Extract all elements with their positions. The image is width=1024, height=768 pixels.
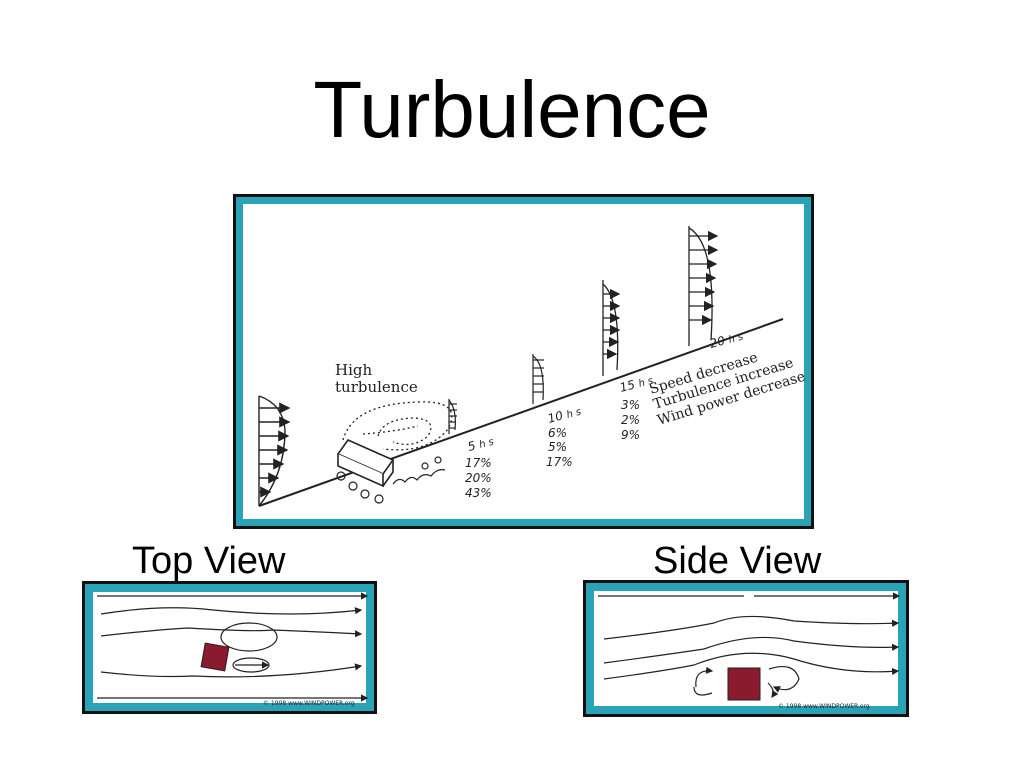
top-view-label: Top View xyxy=(132,540,286,582)
side-view-diagram: © 1998 www.WINDPOWER.org xyxy=(583,580,909,717)
station-20-profile xyxy=(688,226,719,346)
vegetation xyxy=(336,456,446,504)
side-view-svg: © 1998 www.WINDPOWER.org xyxy=(598,592,901,710)
turbulence-wake-diagram: High turbulence 5 h s 17% 20% 43% xyxy=(233,194,814,529)
slide-title: Turbulence xyxy=(313,65,711,154)
top-view-streamlines xyxy=(97,592,369,702)
station-10-power: 17% xyxy=(546,455,573,469)
station-10-speed: 6% xyxy=(548,426,567,440)
station-5-speed: 17% xyxy=(465,456,492,470)
station-15-profile xyxy=(602,280,621,376)
turbulence-eddies xyxy=(342,401,453,451)
station-5-power: 43% xyxy=(465,486,492,500)
top-view-copyright: © 1998 www.WINDPOWER.org xyxy=(263,700,355,707)
station-15-power: 9% xyxy=(621,428,640,442)
station-5-profile xyxy=(448,399,457,434)
station-5-distance: 5 h s xyxy=(466,434,495,454)
station-15-distance: 15 h s xyxy=(618,373,654,395)
side-view-streamlines xyxy=(598,592,901,698)
upstream-wind-profile xyxy=(258,395,291,507)
top-view-svg: © 1998 www.WINDPOWER.org xyxy=(97,592,369,707)
station-20-distance: 20 h s xyxy=(708,329,744,351)
station-10-turbulence: 5% xyxy=(548,440,567,454)
wake-diagram-svg: High turbulence 5 h s 17% 20% 43% xyxy=(258,226,807,507)
building-obstacle xyxy=(336,439,395,488)
station-15-turbulence: 2% xyxy=(621,413,640,427)
side-view-copyright: © 1998 www.WINDPOWER.org xyxy=(778,703,870,710)
side-view-obstacle xyxy=(727,667,761,701)
station-5-turbulence: 20% xyxy=(465,471,492,485)
station-10-distance: 10 h s xyxy=(546,404,582,426)
ground-line xyxy=(258,318,784,507)
station-10-profile xyxy=(532,354,544,404)
label-turbulence: turbulence xyxy=(335,378,418,396)
side-view-label: Side View xyxy=(653,540,822,582)
top-view-obstacle xyxy=(200,642,230,672)
label-high: High xyxy=(335,361,372,379)
station-15-speed: 3% xyxy=(621,398,640,412)
top-view-diagram: © 1998 www.WINDPOWER.org xyxy=(82,581,377,714)
